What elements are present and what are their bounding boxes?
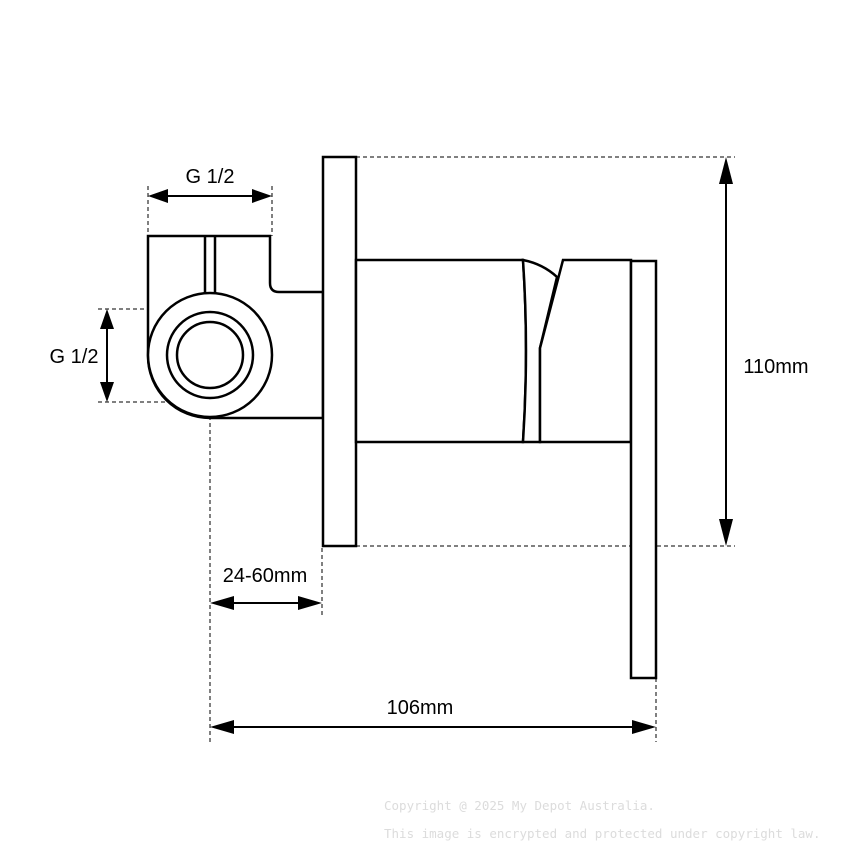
watermark-line-2: This image is encrypted and protected un… (384, 826, 821, 841)
dim-height-label: 110mm (743, 356, 808, 378)
arrowhead (210, 596, 234, 610)
arrowhead (719, 157, 733, 184)
handle-cylinder (354, 258, 528, 444)
dim-inlet-width-label: G 1/2 (186, 166, 235, 188)
cover-plate (321, 155, 358, 548)
dim-wall-depth: 24-60mm (210, 565, 322, 610)
dim-height: 110mm (719, 157, 809, 546)
watermark-line-1: Copyright @ 2025 My Depot Australia. (384, 798, 655, 813)
dim-total-depth-label: 106mm (387, 697, 454, 719)
dim-inlet-width: G 1/2 (147, 166, 273, 236)
handle-head (538, 258, 633, 444)
copyright-watermark: Copyright @ 2025 My Depot Australia. Thi… (384, 798, 821, 841)
valve-body (146, 234, 325, 420)
arrowhead (210, 720, 234, 734)
lever (629, 259, 658, 680)
arrowhead (632, 720, 656, 734)
extension-lines (98, 156, 735, 742)
arrowhead (719, 519, 733, 546)
dim-total-depth: 106mm (210, 697, 656, 734)
arrowhead (100, 309, 114, 329)
handle-body (354, 258, 633, 444)
dim-outlet-height-label: G 1/2 (50, 346, 99, 368)
arrowhead (148, 189, 168, 203)
dim-outlet-height: G 1/2 (50, 309, 114, 402)
outlet-inner-ring (175, 320, 245, 390)
arrowhead (100, 382, 114, 402)
arrowhead (298, 596, 322, 610)
arrowhead (252, 189, 272, 203)
dim-wall-depth-label: 24-60mm (223, 565, 307, 587)
